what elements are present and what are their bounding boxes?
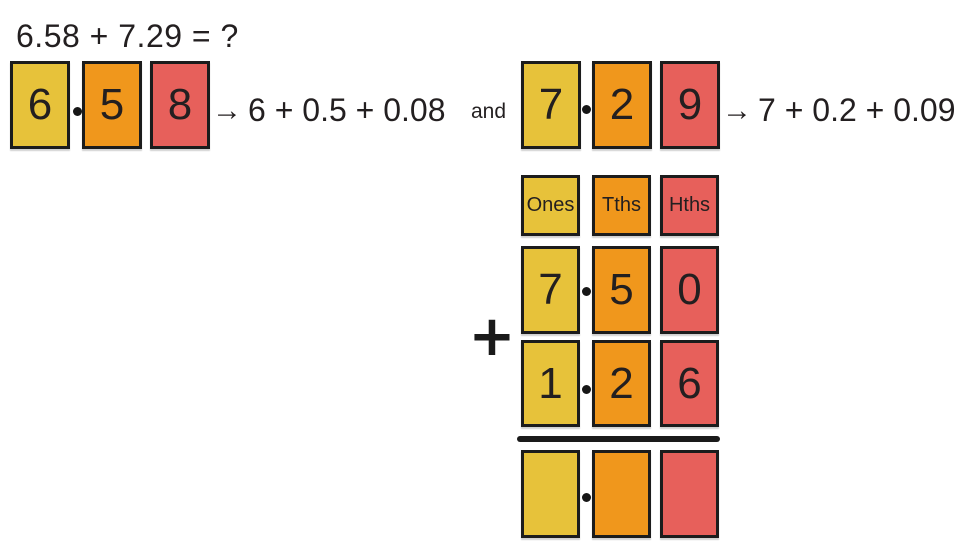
expanded-form-first: → 6 + 0.5 + 0.08 — [212, 92, 446, 129]
place-header-ones: Ones — [521, 175, 580, 236]
connector-text: and — [471, 100, 507, 123]
right-arrow-icon: → — [212, 93, 242, 127]
addend2-ones-card: 1 — [521, 340, 580, 427]
decimal-point-icon — [73, 107, 82, 116]
decimal-point-icon — [582, 385, 591, 394]
ones-digit-card: 6 — [10, 61, 70, 149]
decimal-point-icon — [582, 493, 591, 502]
tenths-digit-card: 2 — [592, 61, 652, 149]
ones-digit-card: 7 — [521, 61, 581, 149]
place-header-tenths: Tths — [592, 175, 651, 236]
addend1-tenths-card: 5 — [592, 246, 651, 334]
equals-bar — [517, 436, 720, 442]
right-arrow-icon: → — [722, 93, 752, 127]
addend1-hundredths-card: 0 — [660, 246, 719, 334]
expanded-form-second: → 7 + 0.2 + 0.09 — [722, 92, 956, 129]
result-ones-card — [521, 450, 580, 538]
hundredths-digit-card: 9 — [660, 61, 720, 149]
decimal-point-icon — [582, 105, 591, 114]
hundredths-digit-card: 8 — [150, 61, 210, 149]
place-header-hundredths: Hths — [660, 175, 719, 236]
problem-title: 6.58 + 7.29 = ? — [16, 18, 239, 54]
tenths-digit-card: 5 — [82, 61, 142, 149]
expanded-form-second-text: 7 + 0.2 + 0.09 — [758, 92, 956, 128]
addend2-hundredths-card: 6 — [660, 340, 719, 427]
decimal-point-icon — [582, 287, 591, 296]
plus-operator: + — [468, 304, 516, 369]
addend1-ones-card: 7 — [521, 246, 580, 334]
expanded-form-first-text: 6 + 0.5 + 0.08 — [248, 92, 446, 128]
result-tenths-card — [592, 450, 651, 538]
result-hundredths-card — [660, 450, 719, 538]
addend2-tenths-card: 2 — [592, 340, 651, 427]
